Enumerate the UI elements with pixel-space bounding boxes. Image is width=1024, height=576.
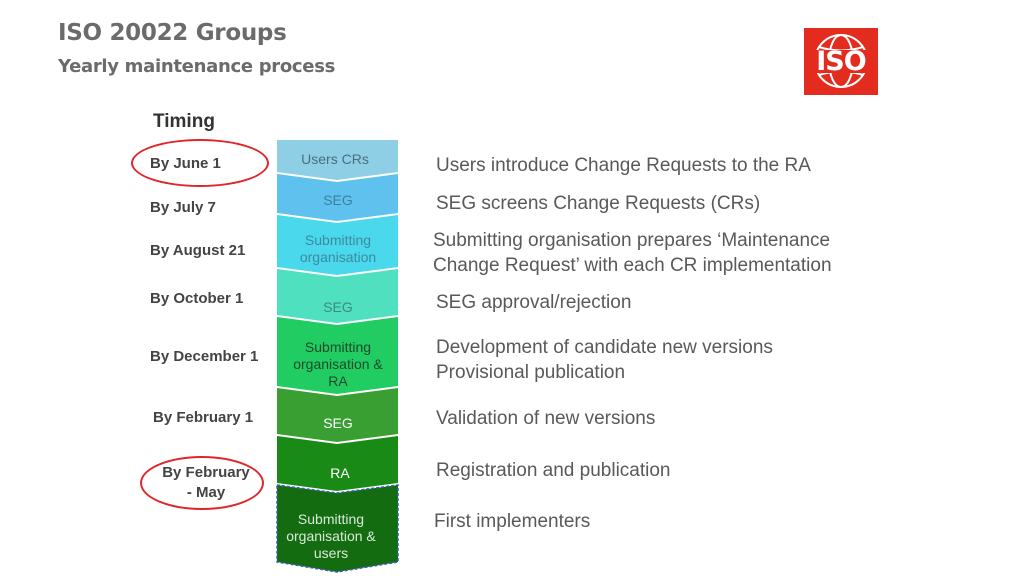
timing-october: By October 1	[150, 290, 244, 307]
step-label-users-crs: Users CRs	[301, 151, 369, 167]
step-chevron-seg-1	[277, 174, 398, 221]
step-chevron-users-crs	[277, 140, 398, 180]
step-label-submitting-org-ra: Submitting organisation & RA	[293, 339, 383, 389]
iso-logo: ISO	[804, 28, 878, 95]
desc-seg-approval: SEG approval/rejection	[436, 292, 632, 313]
highlight-circle-june	[131, 139, 269, 187]
step-chevron-seg-3	[277, 388, 398, 442]
desc-registration: Registration and publication	[436, 460, 671, 481]
step-label-seg-2: SEG	[323, 299, 353, 315]
step-chevron-seg-2	[277, 269, 398, 323]
step-label-seg-3: SEG	[323, 415, 353, 431]
desc-validation: Validation of new versions	[436, 408, 656, 429]
step-chevron-submitting-org-ra	[277, 317, 398, 394]
desc-submitting-org-prepares: Submitting organisation prepares ‘Mainte…	[433, 230, 832, 276]
step-chevron-submitting-org-users	[276, 484, 399, 573]
timing-july: By July 7	[150, 199, 216, 216]
page-subtitle: Yearly maintenance process	[58, 56, 336, 77]
page-title: ISO 20022 Groups	[58, 20, 287, 46]
step-label-submitting-org-1: Submitting organisation	[299, 232, 377, 265]
step-label-seg-1: SEG	[323, 192, 353, 208]
timing-august: By August 21	[150, 242, 246, 259]
step-chevron-submitting-org-1	[277, 215, 398, 275]
timing-december: By December 1	[150, 348, 259, 365]
step-label-submitting-org-users: Submitting organisation & users	[286, 511, 376, 561]
step-label-ra: RA	[330, 465, 350, 481]
desc-users-cr: Users introduce Change Requests to the R…	[436, 155, 811, 176]
desc-development: Development of candidate new versions Pr…	[436, 337, 773, 383]
iso-logo-text: ISO	[816, 46, 866, 77]
desc-seg-screens: SEG screens Change Requests (CRs)	[436, 193, 761, 214]
highlight-circle-february-may	[140, 456, 264, 510]
desc-first-implementers: First implementers	[434, 511, 591, 532]
timing-heading: Timing	[153, 111, 215, 132]
step-chevron-ra	[277, 436, 398, 491]
timing-february: By February 1	[153, 409, 254, 426]
